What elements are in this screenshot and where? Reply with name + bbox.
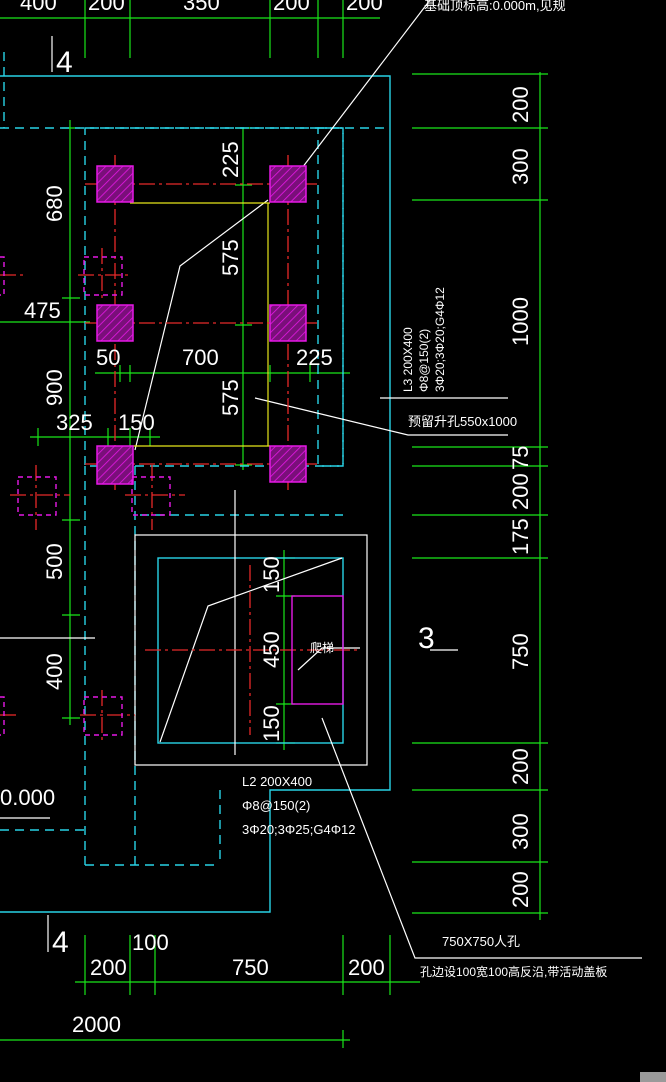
beam-l3-rebar: 3Φ20;3Φ20;G4Φ12 <box>433 287 447 392</box>
beam-l3-name: L3 200X400 <box>401 327 415 392</box>
beam-l2-stirrup: Φ8@150(2) <box>242 798 310 813</box>
right-dim-200a: 200 <box>508 86 533 123</box>
right-dim-75: 75 <box>508 446 533 470</box>
inner-dim-325: 325 <box>56 410 93 435</box>
beam-l2-rebar: 3Φ20;3Φ25;G4Φ12 <box>242 822 356 837</box>
inner-dim-225-horizontal: 225 <box>296 345 333 370</box>
section-mark-3: 3 <box>418 622 435 655</box>
inner-dim-575-lower: 575 <box>218 379 243 416</box>
inner-dim-700: 700 <box>182 345 219 370</box>
bottom-dim-100: 100 <box>132 930 169 955</box>
slab-outlines <box>0 52 391 913</box>
right-dim-750: 750 <box>508 633 533 670</box>
bottom-dim-200b: 200 <box>348 955 385 980</box>
top-dim-200c: 200 <box>346 0 383 15</box>
right-dim-175: 175 <box>508 518 533 555</box>
elevation-left-label: 0.000 <box>0 785 55 810</box>
right-dim-300b: 300 <box>508 813 533 850</box>
top-dim-350: 350 <box>183 0 220 15</box>
beam-l3-stirrup: Φ8@150(2) <box>417 329 431 392</box>
manhole-note: 孔边设100宽100高反沿,带活动盖板 <box>420 964 607 979</box>
inner-dim-575-upper: 575 <box>218 239 243 276</box>
inner-dim-225-vertical: 225 <box>218 141 243 178</box>
pit-dim-450: 450 <box>259 631 284 668</box>
beams <box>130 202 270 447</box>
left-dim-900: 900 <box>42 369 67 406</box>
leader-lines <box>0 0 642 959</box>
columns <box>0 165 344 736</box>
right-dim-1000: 1000 <box>508 297 533 346</box>
ladder-label: 爬梯 <box>310 641 334 655</box>
bottom-dim-total-2000: 2000 <box>72 1012 121 1037</box>
foundation-elevation-note: 基础顶标高:0.000m,见规 <box>424 0 566 13</box>
manhole-outline <box>0 490 368 766</box>
right-dim-300a: 300 <box>508 148 533 185</box>
top-dim-200b: 200 <box>273 0 310 15</box>
manhole-label: 750X750人孔 <box>442 934 520 949</box>
bottom-dim-750: 750 <box>232 955 269 980</box>
beam-l2-name: L2 200X400 <box>242 774 312 789</box>
right-dim-200c: 200 <box>508 748 533 785</box>
right-dim-200b: 200 <box>508 473 533 510</box>
reserved-hole-label: 预留升孔550x1000 <box>408 414 517 429</box>
pit-dim-150-top: 150 <box>259 556 284 593</box>
inner-dim-150: 150 <box>118 410 155 435</box>
left-dim-680: 680 <box>42 185 67 222</box>
top-dim-400: 400 <box>20 0 57 15</box>
left-dim-475: 475 <box>24 298 61 323</box>
section-mark-bottom: 4 <box>52 926 69 959</box>
left-dim-500: 500 <box>42 543 67 580</box>
right-dim-200d: 200 <box>508 871 533 908</box>
bottom-dim-200a: 200 <box>90 955 127 980</box>
pit-dim-150-bottom: 150 <box>259 705 284 742</box>
left-dim-400: 400 <box>42 653 67 690</box>
scroll-corner[interactable] <box>640 1072 666 1082</box>
top-dim-200a: 200 <box>88 0 125 15</box>
inner-dim-50: 50 <box>96 345 120 370</box>
dimension-lines <box>0 0 548 1048</box>
section-mark-top: 4 <box>56 46 73 79</box>
